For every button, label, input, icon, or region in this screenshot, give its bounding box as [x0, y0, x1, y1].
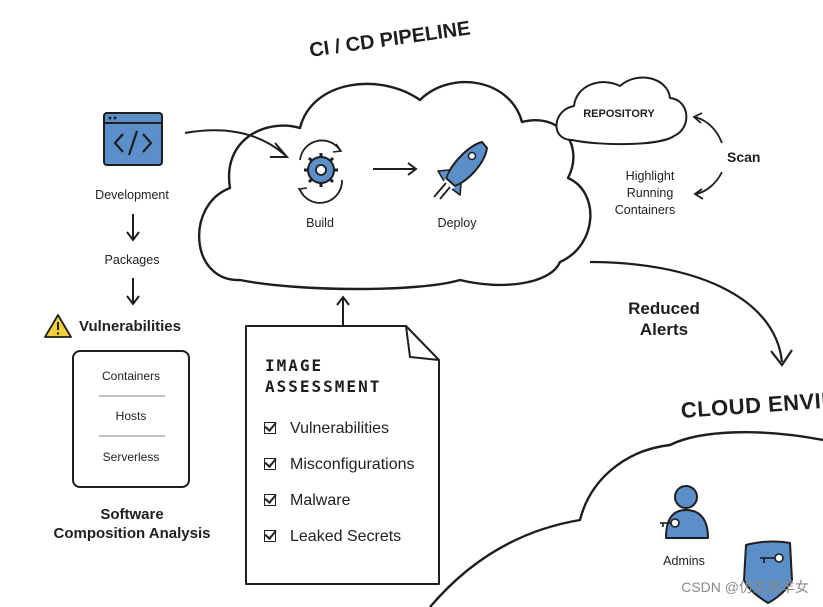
- assessment-item: Vulnerabilities: [264, 420, 389, 438]
- sca-item-hosts: Hosts: [115, 409, 147, 423]
- arrow-assessment-to-pipeline: [336, 295, 350, 326]
- arrow-dev-to-pipeline: [184, 129, 290, 158]
- repository-label: REPOSITORY: [583, 108, 655, 120]
- sca-item-containers: Containers: [101, 369, 161, 383]
- admins-label: Admins: [663, 554, 705, 568]
- scan-label: Scan: [727, 149, 761, 165]
- key-icon: [660, 518, 680, 528]
- checkbox-icon: [264, 458, 276, 470]
- assessment-title-line1: IMAGE: [265, 356, 324, 375]
- assessment-item: Malware: [264, 492, 350, 510]
- packages-label: Packages: [104, 253, 160, 267]
- assessment-title-line2: ASSESSMENT: [265, 377, 382, 396]
- sca-item-serverless: Serverless: [102, 450, 160, 464]
- assessment-item: Misconfigurations: [264, 456, 415, 474]
- cloud-environment-outline: [429, 431, 823, 607]
- development-label: Development: [95, 188, 169, 202]
- pipeline-cloud: [198, 80, 592, 291]
- highlight-line3: Containers: [614, 203, 676, 217]
- highlight-line2: Running: [626, 186, 674, 200]
- gear-icon: [297, 139, 343, 204]
- arrow-to-cloud-environment: [589, 260, 793, 367]
- highlight-line1: Highlight: [625, 169, 675, 183]
- arrow-dev-to-packages: [126, 214, 140, 242]
- reduced-alerts-line1: Reduced: [628, 299, 700, 318]
- rocket-icon: [433, 141, 488, 200]
- watermark: CSDN @仿生羔羊女: [681, 579, 809, 595]
- checkbox-icon: [264, 494, 276, 506]
- arrow-build-to-deploy: [373, 162, 418, 176]
- build-label: Build: [306, 216, 334, 230]
- warning-icon: [44, 314, 72, 338]
- scan-cycle-arrows: [692, 112, 723, 200]
- sca-caption-line2: Composition Analysis: [53, 525, 211, 542]
- sca-caption-line1: Software: [100, 506, 164, 523]
- checkbox-icon: [264, 422, 276, 434]
- sca-box: [72, 350, 190, 488]
- code-window-icon: [103, 112, 163, 166]
- vulnerabilities-label: Vulnerabilities: [79, 318, 181, 335]
- deploy-label: Deploy: [437, 216, 477, 230]
- assessment-item: Leaked Secrets: [264, 528, 401, 546]
- reduced-alerts-line2: Alerts: [639, 320, 689, 339]
- arrow-packages-to-vulnerabilities: [126, 278, 140, 306]
- repository-cloud: [555, 76, 688, 146]
- admin-user-icon: [665, 485, 709, 539]
- shield-icon: [743, 540, 793, 604]
- checkbox-icon: [264, 530, 276, 542]
- image-assessment-document: [245, 325, 440, 585]
